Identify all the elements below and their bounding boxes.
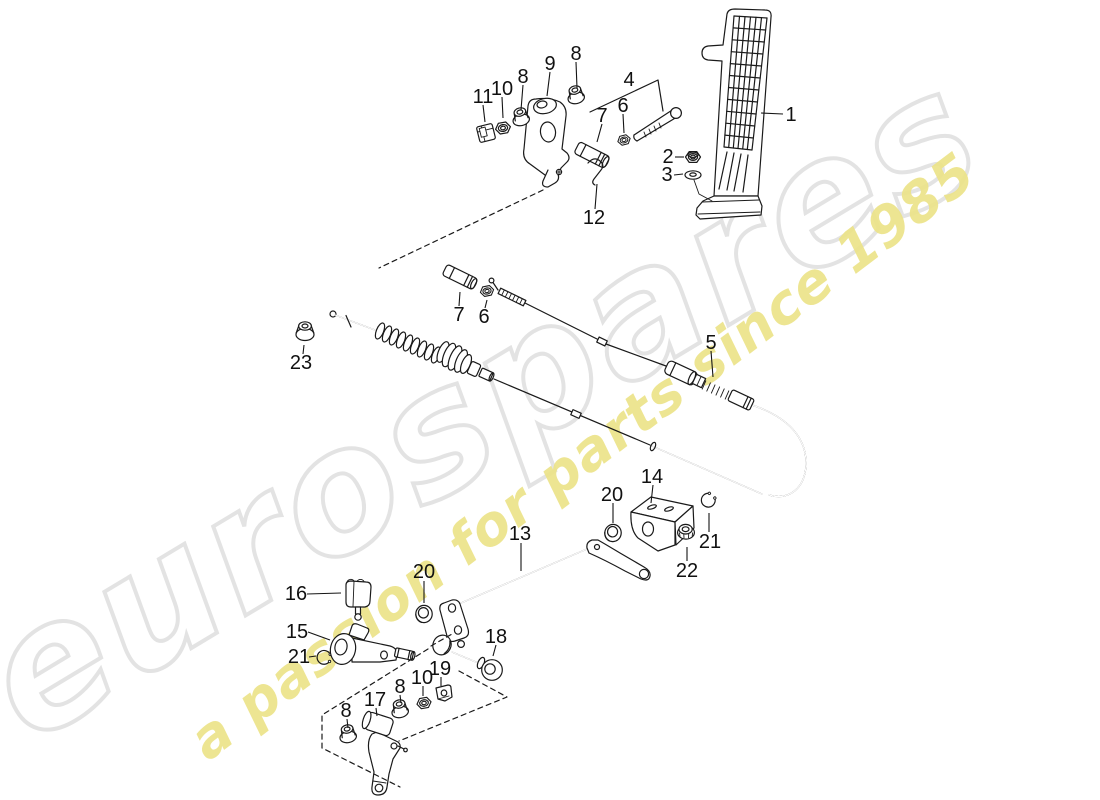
callout-leader-16 xyxy=(306,592,342,595)
part-callout-18: 18 xyxy=(485,626,507,648)
callout-leader-8 xyxy=(575,61,578,89)
part-callout-1: 1 xyxy=(785,104,796,126)
part-8-bushing-bottom-mid xyxy=(388,697,411,720)
part-callout-20: 20 xyxy=(601,484,623,506)
part-8-bushing-top-right xyxy=(564,83,587,107)
part-4-bolt xyxy=(589,79,682,142)
callout-leader-14 xyxy=(650,484,654,504)
part-1-pedal xyxy=(695,8,772,220)
callout-leader-10 xyxy=(501,96,504,119)
part-callout-7: 7 xyxy=(596,105,607,127)
part-callout-21: 21 xyxy=(699,531,721,553)
part-callout-15: 15 xyxy=(286,621,308,643)
part-callout-20: 20 xyxy=(413,561,435,583)
part-callout-8: 8 xyxy=(340,700,351,722)
part-callout-17: 17 xyxy=(364,689,386,711)
assembly-dashed-box xyxy=(321,648,429,788)
part-callout-9: 9 xyxy=(544,53,555,75)
part-callout-5: 5 xyxy=(705,332,716,354)
callout-leader-3 xyxy=(673,173,684,176)
part-callout-8: 8 xyxy=(394,676,405,698)
part-callout-12: 12 xyxy=(583,207,605,229)
part-11-clip xyxy=(476,123,496,143)
callout-leader-7 xyxy=(596,123,603,143)
callout-leader-11 xyxy=(482,104,486,123)
part-callout-8: 8 xyxy=(570,43,581,65)
part-10-nut-lower xyxy=(415,696,433,710)
part-callout-4: 4 xyxy=(623,69,634,91)
part-10-nut-upper xyxy=(494,120,512,136)
part-callout-10: 10 xyxy=(491,78,513,100)
watermark-brand-text: eurospares xyxy=(0,31,1015,780)
part-21-circlip-right xyxy=(697,489,720,511)
callout-leader-15 xyxy=(307,631,331,641)
part-13-shaft xyxy=(439,539,651,648)
callout-leader-5 xyxy=(710,350,714,378)
part-callout-6: 6 xyxy=(478,306,489,328)
part-19-clip xyxy=(435,684,453,702)
callout-leader-12 xyxy=(594,183,598,210)
callout-leader-6 xyxy=(484,299,488,309)
watermark: eurospares a passion for parts since 198… xyxy=(0,29,1017,782)
part-12-spring-clip xyxy=(587,158,604,186)
callout-leader-8 xyxy=(399,694,402,704)
part-7-sleeve-upper xyxy=(574,141,610,169)
part-callout-16: 16 xyxy=(285,583,307,605)
part-callout-10: 10 xyxy=(411,667,433,689)
part-callout-22: 22 xyxy=(676,560,698,582)
part-callout-2: 2 xyxy=(662,146,673,168)
callout-leader-7 xyxy=(458,291,461,307)
callout-leader-6 xyxy=(622,113,625,134)
callout-leader-18 xyxy=(492,644,497,657)
line-art xyxy=(295,8,807,796)
part-callout-11: 11 xyxy=(473,86,494,108)
part-17-lever xyxy=(361,710,408,796)
part-6-nut-upper xyxy=(616,133,632,147)
assembly-dashed-link xyxy=(430,633,453,647)
part-callout-7: 7 xyxy=(453,304,464,326)
callout-leader-8 xyxy=(346,718,349,729)
callout-leader-23 xyxy=(302,344,305,355)
part-callout-23: 23 xyxy=(290,352,312,374)
assembly-dashed-line-top xyxy=(378,189,544,269)
part-callout-14: 14 xyxy=(641,466,663,488)
part-20-grommet-left xyxy=(415,604,433,624)
part-callout-6: 6 xyxy=(617,95,628,117)
part-3-washer xyxy=(684,170,713,202)
part-20-grommet-right xyxy=(603,522,623,544)
part-callout-21: 21 xyxy=(288,646,310,668)
assembly-dashed-chevron xyxy=(398,670,508,742)
callout-leader-9 xyxy=(546,71,551,97)
part-16-cap xyxy=(345,578,372,621)
callout-leader-8 xyxy=(520,84,524,111)
part-5-adjuster xyxy=(664,360,755,411)
part-18-link-rod xyxy=(432,634,503,681)
part-22-bushing xyxy=(677,523,695,540)
part-callout-13: 13 xyxy=(509,523,531,545)
callout-leader-17 xyxy=(375,707,378,717)
part-23-nut xyxy=(295,321,315,342)
part-2-nut xyxy=(684,151,702,163)
part-callout-8: 8 xyxy=(517,66,528,88)
part-callout-3: 3 xyxy=(661,164,672,186)
callout-leader-1 xyxy=(760,112,784,115)
pedal-grid xyxy=(718,15,768,193)
part-callout-19: 19 xyxy=(429,658,451,680)
callout-leader-21 xyxy=(308,655,317,658)
part-7-sleeve-mid xyxy=(442,264,478,290)
throttle-cable xyxy=(329,277,807,497)
part-15-lever-bracket xyxy=(329,623,416,665)
part-9-bracket-lever xyxy=(523,97,570,188)
